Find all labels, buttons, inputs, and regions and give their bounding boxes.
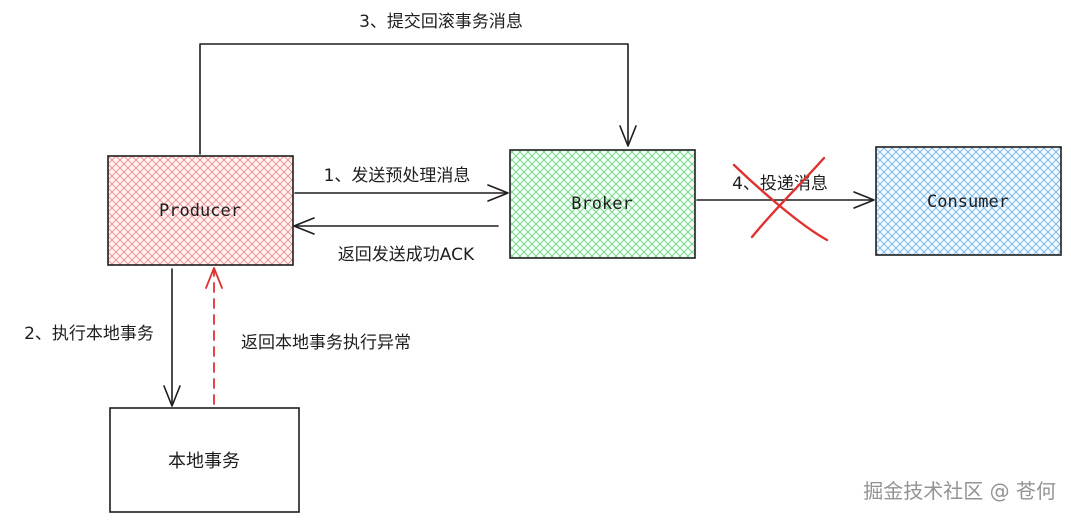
local-transaction-label: 本地事务 bbox=[168, 451, 240, 472]
consumer-node: Consumer bbox=[875, 146, 1062, 256]
broker-node: Broker bbox=[509, 149, 696, 259]
edge-commit-rollback: 3、提交回滚事务消息 bbox=[199, 12, 637, 155]
broker-label: Broker bbox=[571, 194, 632, 214]
edge-exec-local: 2、执行本地事务 bbox=[24, 268, 181, 407]
local-transaction-node: 本地事务 bbox=[109, 407, 300, 513]
edge-local-exception: 返回本地事务执行异常 bbox=[205, 267, 411, 405]
producer-node: Producer bbox=[107, 155, 294, 266]
edge-return-ack-label: 返回发送成功ACK bbox=[338, 245, 475, 265]
consumer-label: Consumer bbox=[927, 192, 1009, 212]
edge-commit-rollback-label: 3、提交回滚事务消息 bbox=[359, 12, 523, 32]
edge-deliver: 4、投递消息 bbox=[696, 174, 875, 209]
watermark: 掘金技术社区 @ 苍何 bbox=[863, 479, 1056, 503]
edge-return-ack: 返回发送成功ACK bbox=[293, 217, 499, 265]
edge-send-prepare-label: 1、发送预处理消息 bbox=[324, 166, 471, 186]
edge-send-prepare: 1、发送预处理消息 bbox=[294, 166, 509, 202]
edge-local-exception-label: 返回本地事务执行异常 bbox=[241, 333, 411, 353]
blocked-cross-icon bbox=[732, 156, 829, 242]
edge-exec-local-label: 2、执行本地事务 bbox=[24, 324, 154, 344]
producer-label: Producer bbox=[159, 201, 241, 221]
